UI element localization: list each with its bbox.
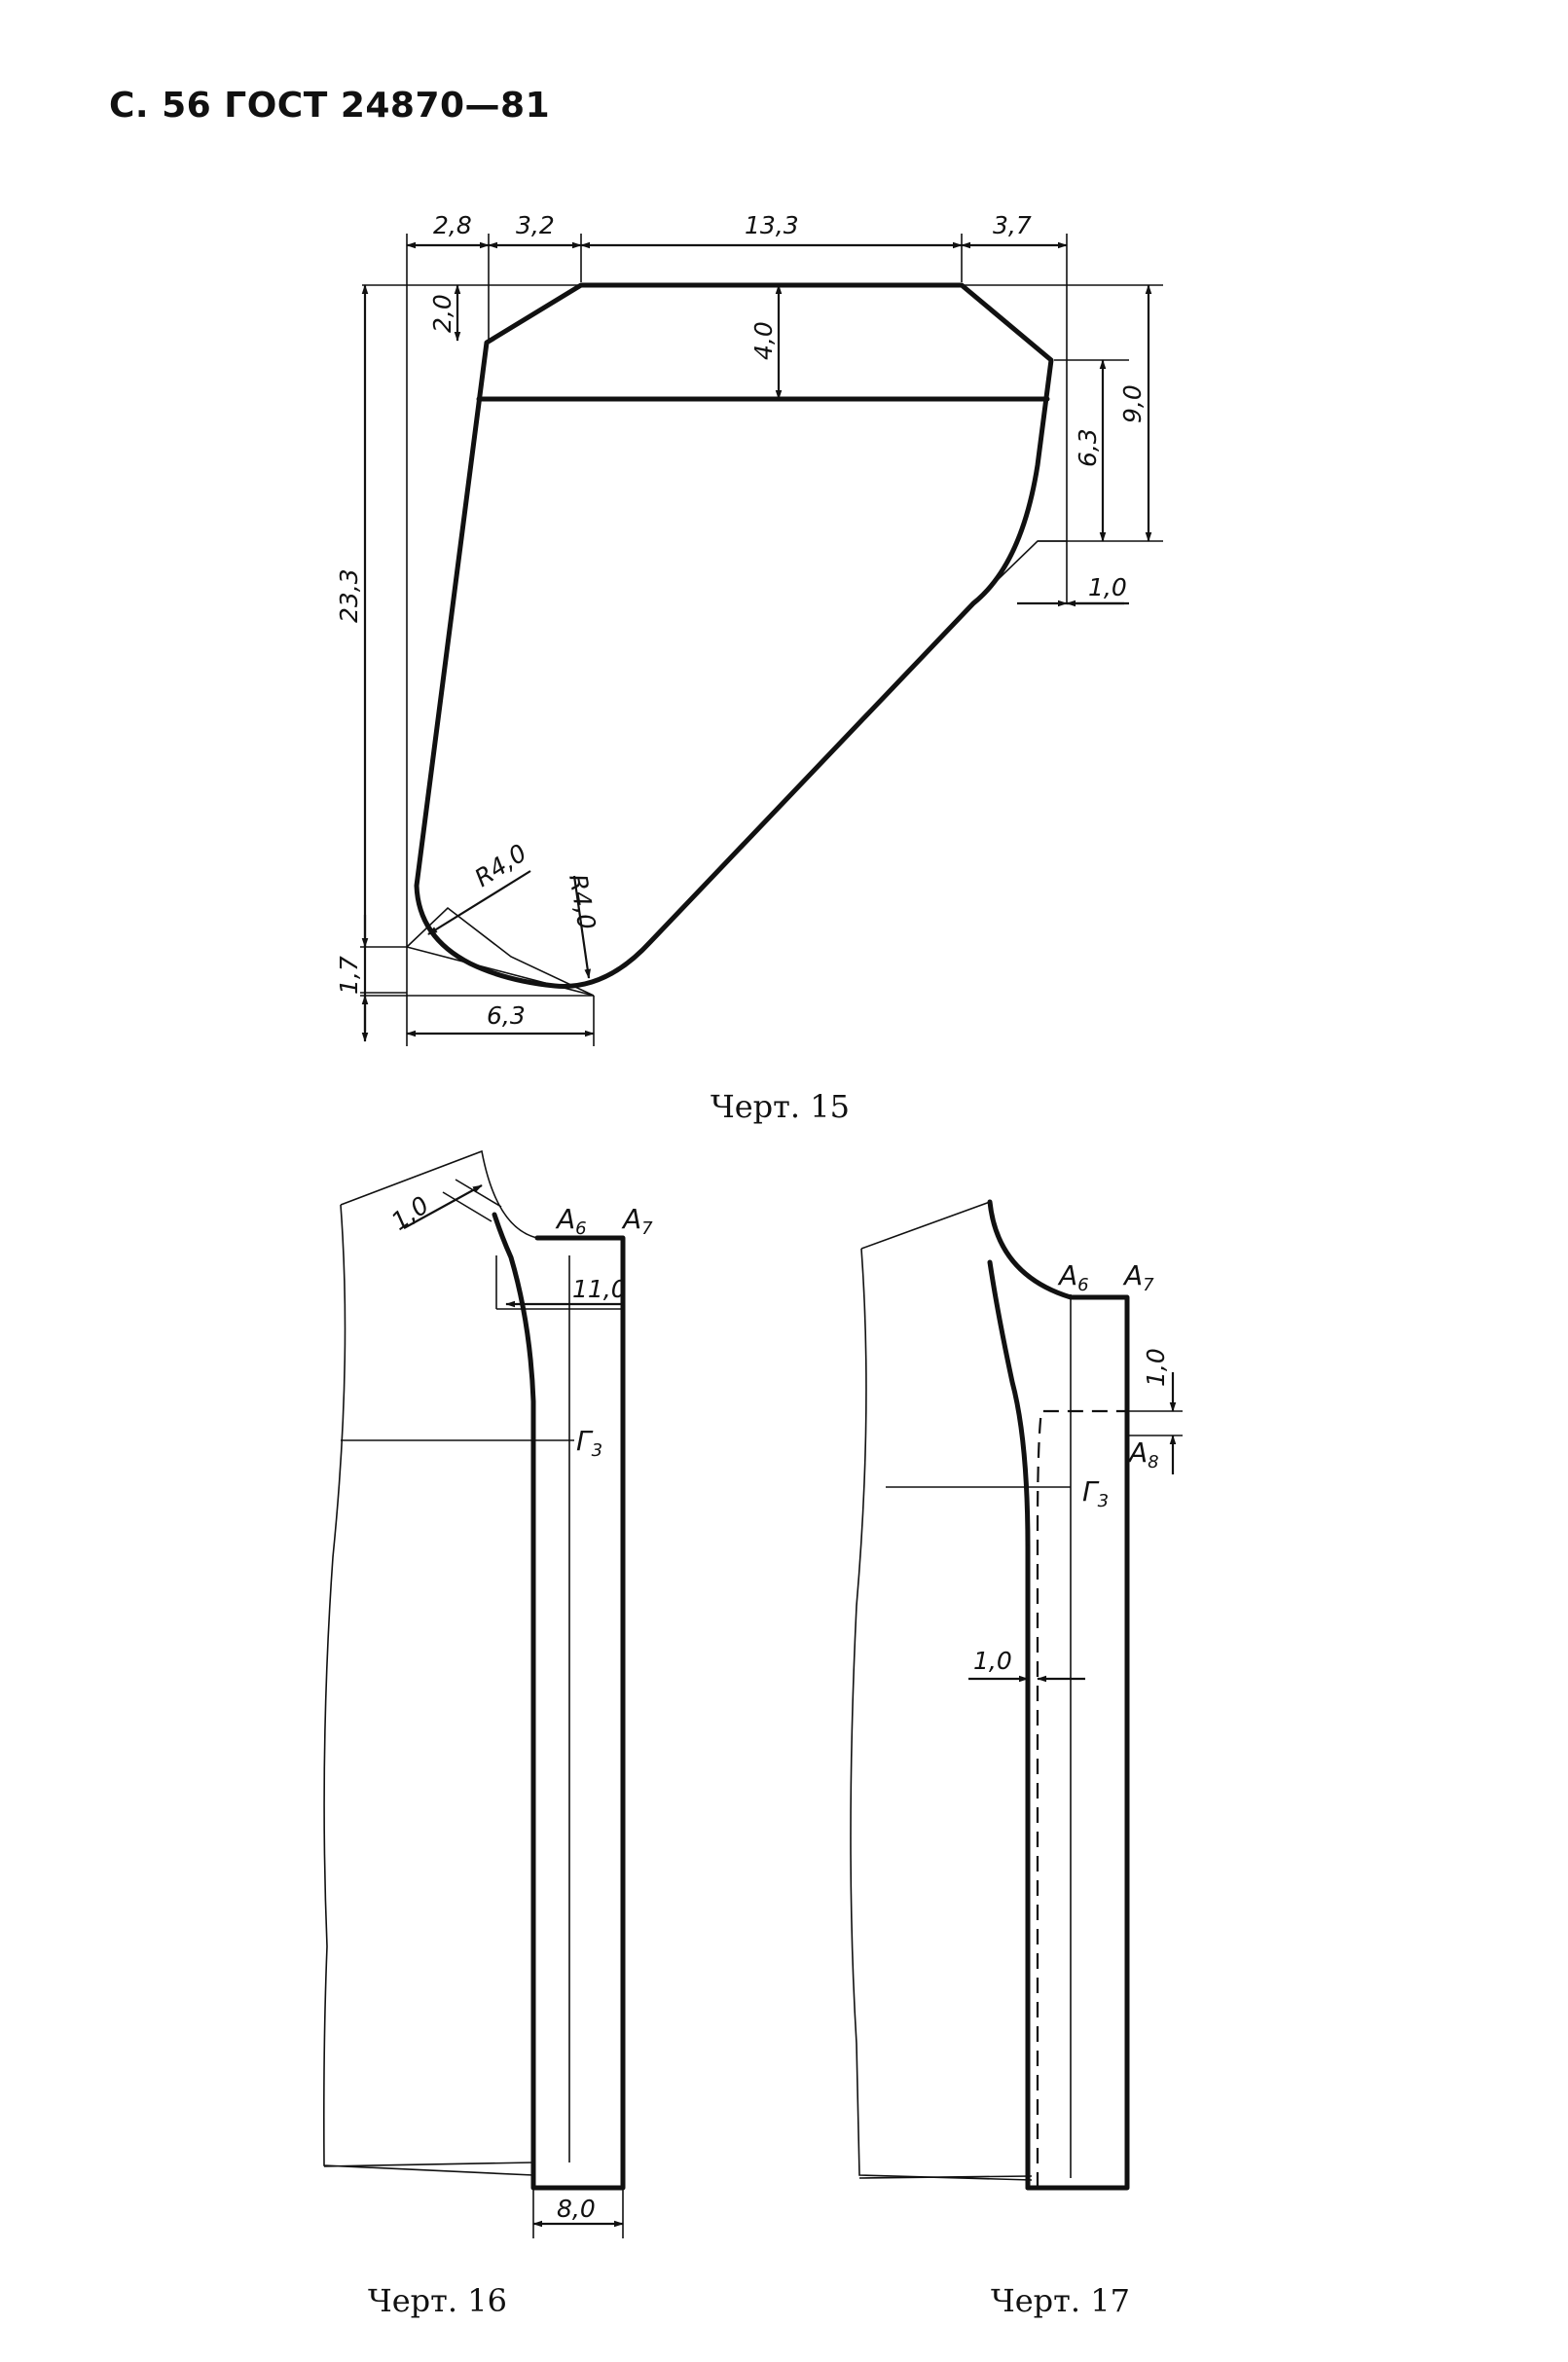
fig16-dim-1-0: 1,0 [386,1190,434,1236]
fig17-dim-1-0-left: 1,0 [973,1647,1012,1675]
fig15-dim-2-8: 2,8 [433,211,472,239]
fig15-dim-2-0: 2,0 [428,294,456,333]
fig15-dim-3-7: 3,7 [993,211,1032,239]
fig15-dim-6-3-right: 6,3 [1074,428,1102,467]
fig16-dim-11-0: 11,0 [572,1275,627,1303]
fig17-point-a8: A8 [1127,1436,1159,1472]
fig15-radius-left: R4,0 [469,839,531,892]
fig16-point-a7: A7 [621,1203,653,1239]
fig17-dashed-line [1036,1409,1127,2188]
fig16-dim-line-1-0 [403,1184,483,1229]
fig15-dimension-lines [361,241,1152,1042]
fig17-point-g3: Г3 [1082,1475,1109,1511]
figure-16: 1,0 11,0 8,0 A6 A7 Г3 Черт. 16 [323,1149,653,2319]
fig17-dim-1-0-top: 1,0 [1142,1348,1170,1387]
figure-17: 1,0 1,0 A6 A7 A8 Г3 Черт. 17 [850,1199,1183,2319]
fig15-radius-right: R4,0 [564,872,601,931]
fig16-caption: Черт. 16 [368,2282,507,2319]
fig15-dim-6-3-bottom: 6,3 [487,1001,526,1030]
fig16-point-a6: A6 [555,1203,587,1239]
page-header: С. 56 ГОСТ 24870—81 [109,86,551,126]
fig17-hem-line [858,2175,1033,2179]
fig16-hem-line [323,2162,534,2167]
fig15-dim-1-0: 1,0 [1088,573,1127,601]
fig17-point-a6: A6 [1057,1259,1089,1295]
fig16-facing-outline [492,1212,626,2191]
fig17-caption: Черт. 17 [991,2282,1130,2319]
fig17-facing-outline [987,1199,1130,2191]
fig15-dim-9-0: 9,0 [1118,384,1147,423]
fig17-point-a7: A7 [1122,1259,1154,1295]
fig16-panel-outline [323,1149,624,2176]
fig15-dim-13-3: 13,3 [745,211,799,239]
fig17-panel-outline [850,1201,1033,2181]
fig15-dim-4-0: 4,0 [749,321,778,360]
fig15-dim-23-3: 23,3 [335,568,363,623]
fig15-dim-1-7: 1,7 [335,956,363,995]
figure-15: 2,8 3,2 13,3 3,7 2,0 4,0 9,0 6,3 1,0 23,… [335,211,1163,1125]
fig15-caption: Черт. 15 [711,1088,850,1125]
fig16-point-g3: Г3 [576,1425,602,1461]
fig15-outline [414,282,1054,989]
fig16-dim-8-0: 8,0 [557,2195,596,2223]
fig15-dim-3-2: 3,2 [516,211,555,239]
